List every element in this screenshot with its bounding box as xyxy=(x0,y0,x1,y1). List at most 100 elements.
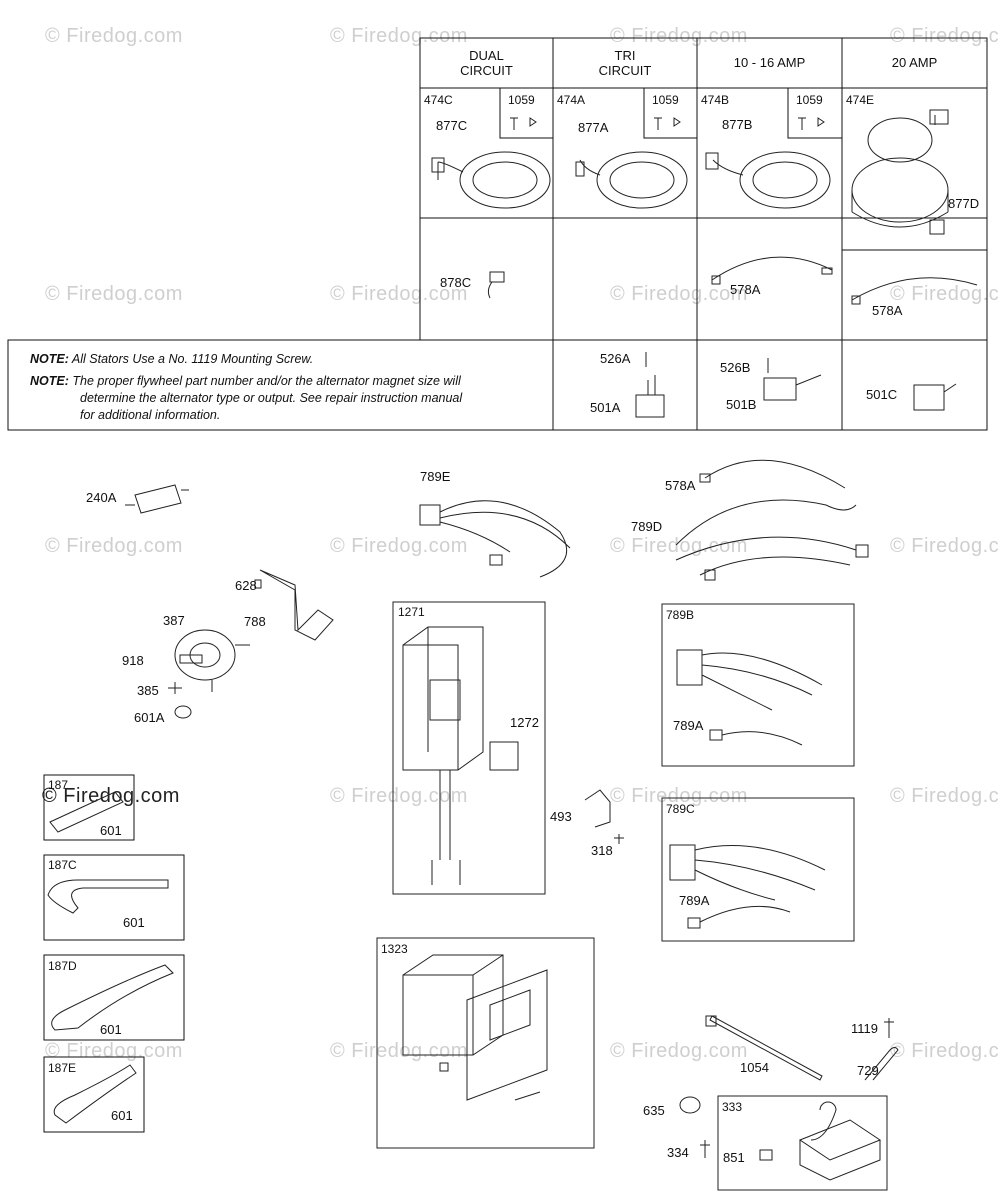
part-label[interactable]: 333 xyxy=(722,1100,743,1114)
part-label[interactable]: 877B xyxy=(722,117,753,132)
part-label[interactable]: 526A xyxy=(600,351,631,366)
part-label[interactable]: 1323 xyxy=(381,942,408,956)
tube-187 xyxy=(49,791,124,833)
part-label[interactable]: 493 xyxy=(550,809,572,824)
watermark: © Firedog.com xyxy=(45,283,183,305)
part-label[interactable]: 851 xyxy=(723,1150,745,1165)
connector-878c xyxy=(487,271,505,299)
screw-1119 xyxy=(884,1018,894,1038)
harness-789b xyxy=(661,603,855,767)
part-label[interactable]: 385 xyxy=(137,683,159,698)
watermark: © Firedog.com xyxy=(610,785,748,807)
part-label[interactable]: 601 xyxy=(111,1108,133,1123)
part-label[interactable]: 474C xyxy=(424,93,453,107)
part-label[interactable]: 187 xyxy=(48,778,69,792)
part-label[interactable]: 601 xyxy=(100,823,122,838)
watermark: © Firedog.com xyxy=(330,1040,468,1062)
tube-187d xyxy=(51,964,174,1031)
harness-789c xyxy=(661,797,855,942)
part-label[interactable]: 789A xyxy=(679,893,710,908)
part-label[interactable]: 187C xyxy=(48,858,77,872)
note-1-text: All Stators Use a No. 1119 Mounting Scre… xyxy=(71,352,314,366)
part-label[interactable]: 628 xyxy=(235,578,257,593)
column-header-dual-circuit: DUAL CIRCUIT xyxy=(460,48,513,78)
wire-578a-2 xyxy=(851,277,978,305)
part-label[interactable]: 789E xyxy=(420,469,451,484)
part-label[interactable]: 601 xyxy=(123,915,145,930)
control-box-1271 xyxy=(392,601,546,895)
tube-187e xyxy=(53,1064,137,1124)
part-label[interactable]: 877C xyxy=(436,118,468,133)
part-label[interactable]: 1059 xyxy=(508,93,535,107)
part-label[interactable]: 187D xyxy=(48,959,77,973)
note-2-line3: for additional information. xyxy=(80,408,221,422)
part-label[interactable]: 1054 xyxy=(740,1060,769,1075)
screw-628 xyxy=(254,579,262,589)
part-label[interactable]: 1119 xyxy=(851,1021,878,1036)
rectifier-501a xyxy=(635,352,665,418)
part-label[interactable]: 729 xyxy=(857,1063,879,1078)
part-label[interactable]: 918 xyxy=(122,653,144,668)
part-label[interactable]: 240A xyxy=(86,490,117,505)
rectifier-501b xyxy=(763,358,822,401)
note-1: NOTE: All Stators Use a No. 1119 Mountin… xyxy=(30,352,313,367)
watermark: © Firedog.com xyxy=(42,785,180,807)
part-label[interactable]: 578A xyxy=(872,303,903,318)
screw-1059 xyxy=(510,117,825,130)
screw-318 xyxy=(614,834,624,844)
part-label[interactable]: 334 xyxy=(667,1145,689,1160)
part-label[interactable]: 187E xyxy=(48,1061,77,1075)
watermark: © Firedog.com xyxy=(610,1040,748,1062)
part-label[interactable]: 578A xyxy=(730,282,761,297)
part-label[interactable]: 474E xyxy=(846,93,875,107)
stator-877a xyxy=(575,151,688,209)
stator-877b xyxy=(705,151,831,209)
part-label[interactable]: 1059 xyxy=(652,93,679,107)
note-2-line2: determine the alternator type or output.… xyxy=(80,391,463,405)
part-label[interactable]: 501C xyxy=(866,387,898,402)
part-label[interactable]: 877D xyxy=(948,196,980,211)
part-label[interactable]: 1271 xyxy=(398,605,425,619)
ignition-333 xyxy=(717,1095,888,1191)
part-label[interactable]: 387 xyxy=(163,613,185,628)
note-1-prefix: NOTE: xyxy=(30,352,69,366)
part-label[interactable]: 788 xyxy=(244,614,266,629)
harness-789d xyxy=(675,499,869,581)
outlet-1323 xyxy=(376,937,595,1149)
bracket-788 xyxy=(259,569,334,641)
screw-334 xyxy=(700,1140,710,1158)
fitting-918 xyxy=(179,654,203,664)
stator-474e xyxy=(851,109,949,235)
part-label[interactable]: 1272 xyxy=(510,715,539,730)
cable-tie-1054 xyxy=(705,1015,823,1081)
watermark: © Firedog.com xyxy=(890,535,1000,557)
part-label[interactable]: 1059 xyxy=(796,93,823,107)
part-label[interactable]: 474A xyxy=(557,93,586,107)
part-label[interactable]: 878C xyxy=(440,275,472,290)
note-2-prefix: NOTE: xyxy=(30,374,69,388)
part-label[interactable]: 601A xyxy=(134,710,165,725)
part-label[interactable]: 501A xyxy=(590,400,621,415)
part-label[interactable]: 789D xyxy=(631,519,663,534)
part-label[interactable]: 789A xyxy=(673,718,704,733)
column-header-20-amp: 20 AMP xyxy=(891,55,938,70)
fuel-filter-240a xyxy=(125,484,189,514)
harness-789e xyxy=(419,500,571,578)
watermark: © Firedog.com xyxy=(330,785,468,807)
stator-877c xyxy=(431,151,551,209)
part-label[interactable]: 789B xyxy=(666,608,695,622)
part-label[interactable]: 318 xyxy=(591,843,613,858)
column-header-10-16-amp: 10 - 16 AMP xyxy=(733,55,806,70)
part-label[interactable]: 601 xyxy=(100,1022,122,1037)
part-label[interactable]: 501B xyxy=(726,397,757,412)
part-label[interactable]: 877A xyxy=(578,120,609,135)
wire-578a xyxy=(711,256,833,285)
watermark: © Firedog.com xyxy=(610,25,748,47)
part-label[interactable]: 789C xyxy=(666,802,695,816)
part-label[interactable]: 635 xyxy=(643,1103,665,1118)
part-label[interactable]: 526B xyxy=(720,360,751,375)
part-label[interactable]: 578A xyxy=(665,478,696,493)
pin-729 xyxy=(864,1047,899,1081)
part-label[interactable]: 474B xyxy=(701,93,730,107)
